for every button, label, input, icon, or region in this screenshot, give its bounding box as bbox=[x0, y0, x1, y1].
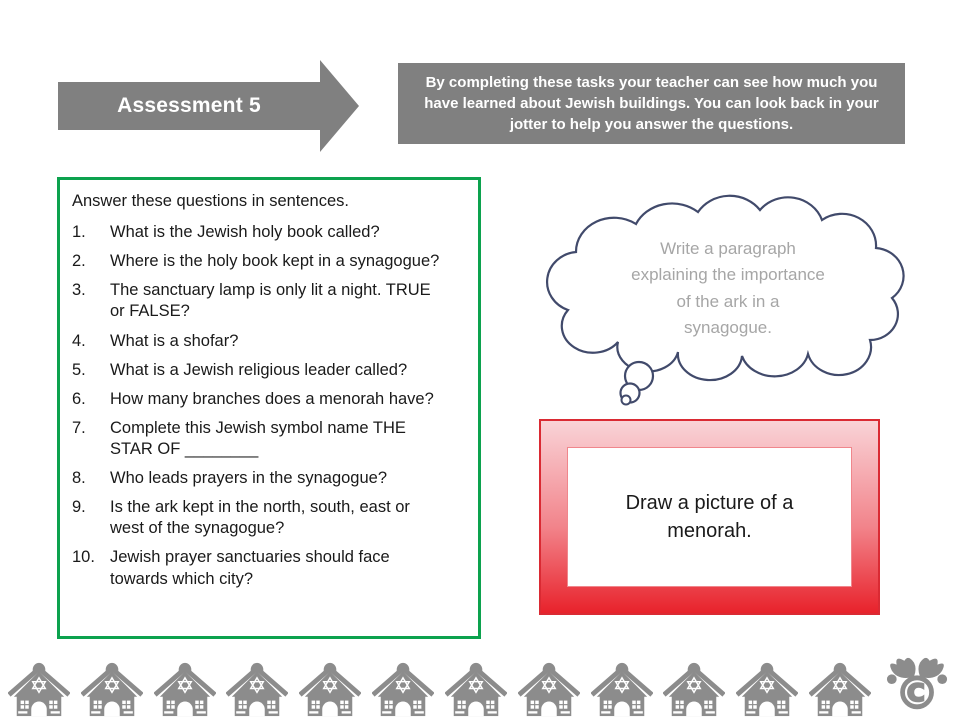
question-item: 5. What is a Jewish religious leader call… bbox=[72, 360, 466, 381]
question-text: Who leads prayers in the synagogue? bbox=[110, 469, 388, 488]
star-of-david-icon bbox=[177, 676, 193, 694]
question-item: 8. Who leads prayers in the synagogue? bbox=[72, 468, 466, 489]
question-number: 2. bbox=[72, 252, 86, 271]
copyright-symbol: © bbox=[895, 667, 940, 718]
star-of-david-icon bbox=[249, 676, 266, 694]
question-box: Answer these questions in sentences. 1. W… bbox=[57, 177, 481, 639]
question-text: What is a Jewish religious leader called… bbox=[110, 360, 408, 379]
star-of-david-icon bbox=[686, 676, 703, 694]
question-item: 10. Jewish prayer sanctuaries should face… bbox=[72, 547, 466, 589]
draw-task-text: Draw a picture of a menorah. bbox=[625, 492, 794, 542]
question-item: 1. What is the Jewish holy book called? bbox=[72, 222, 466, 243]
question-text: Where is the holy book kept in a synagog… bbox=[110, 252, 440, 271]
synagogue-icon bbox=[8, 662, 70, 717]
question-number: 1. bbox=[72, 223, 86, 242]
question-number: 6. bbox=[72, 389, 86, 408]
question-text: The sanctuary lamp is only lit a night. … bbox=[110, 281, 431, 321]
question-item: 4. What is a shofar? bbox=[72, 331, 466, 352]
synagogue-icon bbox=[444, 662, 507, 717]
draw-task-inner-box: Draw a picture of a menorah. bbox=[567, 447, 852, 587]
question-text: What is a shofar? bbox=[110, 331, 239, 350]
synagogue-icon bbox=[517, 662, 580, 717]
question-number: 8. bbox=[72, 469, 86, 488]
star-of-david-icon bbox=[468, 676, 484, 694]
question-text: Jewish prayer sanctuaries should face to… bbox=[110, 548, 390, 588]
question-list: 1. What is the Jewish holy book called? 2.… bbox=[72, 222, 466, 590]
star-of-david-icon bbox=[759, 676, 775, 694]
footer-icon-row: © bbox=[0, 650, 960, 718]
question-item: 2. Where is the holy book kept in a synag… bbox=[72, 251, 466, 272]
question-intro: Answer these questions in sentences. bbox=[72, 192, 349, 210]
right-arrow-shape bbox=[58, 60, 359, 152]
question-number: 4. bbox=[72, 331, 86, 350]
question-item: 7. Complete this Jewish symbol name THE S… bbox=[72, 418, 466, 460]
cloud-callout-shape bbox=[546, 194, 905, 406]
draw-task-frame: Draw a picture of a menorah. bbox=[539, 419, 880, 615]
instruction-text: By completing these tasks your teacher c… bbox=[424, 73, 879, 134]
synagogue-icon bbox=[153, 662, 216, 717]
question-number: 9. bbox=[72, 498, 86, 517]
star-of-david-icon bbox=[395, 676, 411, 694]
star-of-david-icon bbox=[541, 676, 557, 694]
thought-bubble: Write a paragraph explaining the importa… bbox=[538, 190, 918, 415]
question-number: 5. bbox=[72, 360, 86, 379]
question-text: How many branches does a menorah have? bbox=[110, 389, 434, 408]
assessment-title: Assessment 5 bbox=[117, 94, 261, 117]
synagogue-icon bbox=[372, 662, 435, 717]
star-of-david-icon bbox=[832, 676, 848, 694]
star-of-david-icon bbox=[31, 676, 47, 694]
question-text: What is the Jewish holy book called? bbox=[110, 223, 380, 242]
question-number: 10. bbox=[72, 548, 95, 567]
question-item: 9. Is the ark kept in the north, south, e… bbox=[72, 497, 466, 539]
synagogue-icon bbox=[226, 662, 289, 717]
question-text: Is the ark kept in the north, south, eas… bbox=[110, 498, 410, 538]
moose-copyright-logo: © bbox=[886, 657, 947, 718]
synagogue-icon bbox=[736, 662, 799, 717]
star-of-david-icon bbox=[322, 676, 338, 694]
synagogue-icon bbox=[809, 662, 872, 717]
instruction-box: By completing these tasks your teacher c… bbox=[398, 63, 905, 144]
synagogue-icon bbox=[663, 662, 726, 717]
star-of-david-icon bbox=[104, 676, 120, 694]
question-item: 6. How many branches does a menorah have? bbox=[72, 389, 466, 410]
bubble-task-text: Write a paragraph explaining the importa… bbox=[631, 239, 825, 338]
assessment-arrow-banner: Assessment 5 bbox=[58, 60, 360, 152]
bubble-tail-circle-small bbox=[620, 394, 632, 406]
star-of-david-icon bbox=[614, 676, 630, 694]
synagogue-icon bbox=[80, 662, 143, 717]
question-text: Complete this Jewish symbol name THE STA… bbox=[110, 418, 406, 458]
synagogue-icon bbox=[299, 662, 362, 717]
synagogue-icon bbox=[590, 662, 653, 717]
question-item: 3. The sanctuary lamp is only lit a night… bbox=[72, 280, 466, 322]
question-number: 7. bbox=[72, 418, 86, 437]
question-number: 3. bbox=[72, 281, 86, 300]
